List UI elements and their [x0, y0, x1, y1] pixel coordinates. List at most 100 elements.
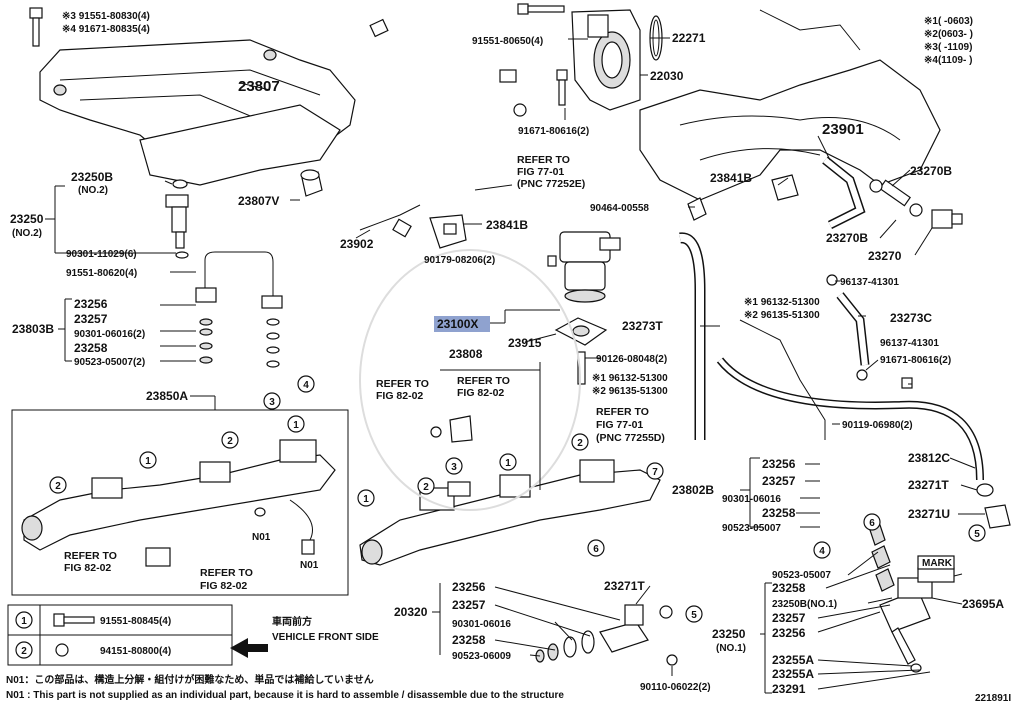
label-23291: 23291 [772, 682, 806, 696]
label-96132-51300-b: ※1 96132-51300 [744, 297, 820, 308]
label-23256-d: 23256 [772, 626, 806, 640]
svg-text:5: 5 [974, 529, 980, 540]
bolt-91671-80616-top [556, 69, 568, 106]
label-23841B-right: 23841B [710, 171, 752, 185]
label-no2-b: (NO.2) [12, 228, 42, 239]
injector-23250-no1 [879, 567, 955, 673]
label-23271U: 23271U [908, 507, 950, 521]
intake-manifold [639, 9, 941, 201]
throttle-body-22030 [571, 9, 641, 111]
pressure-sensor-23270 [869, 179, 963, 229]
svg-text:REFER TO: REFER TO [200, 567, 253, 579]
clamp-23841B-right [771, 174, 799, 201]
label-90301-06016: 90301-06016(2) [74, 329, 145, 340]
label-91671-80616: 91671-80616(2) [518, 126, 589, 137]
label-23258-b: 23258 [762, 506, 796, 520]
svg-text:4: 4 [819, 546, 825, 557]
label-23250B-no1: 23250B(NO.1) [772, 599, 837, 610]
label-no1: (NO.1) [716, 643, 746, 654]
label-front-en: VEHICLE FRONT SIDE [272, 632, 379, 643]
label-91551-80620: 91551-80620(4) [66, 268, 137, 279]
svg-text:6: 6 [593, 544, 599, 555]
label-N01-a: N01 [252, 532, 271, 543]
clip-23271T-right [976, 483, 994, 497]
note-3: ※3( -1109) [924, 42, 972, 53]
fuel-rail-left [21, 439, 336, 567]
svg-text:(PNC 77252E): (PNC 77252E) [517, 178, 585, 190]
label-90464-00558: 90464-00558 [590, 203, 649, 214]
legend-2-label: 94151-80800(4) [100, 646, 171, 657]
injector-assembly-20320 [535, 604, 678, 666]
label-90523-05007-c: 90523-05007 [772, 570, 831, 581]
label-23255A-b: 23255A [772, 667, 814, 681]
bolt-91671-80616-right [901, 377, 913, 389]
bolt-91551-80650 [517, 3, 565, 15]
legend-box [7, 604, 233, 666]
label-23258: 23258 [74, 341, 108, 355]
label-23250B: 23250B [71, 170, 113, 184]
label-23255A-a: 23255A [772, 653, 814, 667]
label-96132-51300: ※1 96132-51300 [592, 373, 668, 384]
label-23902: 23902 [340, 237, 374, 251]
clip-96137 [826, 274, 868, 381]
svg-text:REFER TO: REFER TO [64, 550, 117, 562]
svg-text:2: 2 [577, 438, 583, 449]
svg-text:REFER TO: REFER TO [376, 378, 429, 390]
legend-1-label: 91551-80845(4) [100, 616, 171, 627]
label-23256: 23256 [74, 297, 108, 311]
label-23256-c: 23256 [452, 580, 486, 594]
svg-text:1: 1 [363, 494, 369, 505]
label-23841B: 23841B [486, 218, 528, 232]
elbow-23271U [984, 504, 1011, 529]
label-23258-d: 23258 [772, 581, 806, 595]
svg-text:FIG 82-02: FIG 82-02 [200, 580, 247, 592]
label-96135-51300: ※2 96135-51300 [592, 386, 668, 397]
label-N01-b: N01 [300, 560, 319, 571]
label-23250: 23250 [10, 212, 44, 226]
label-23695A: 23695A [962, 597, 1004, 611]
highlight-23100X [434, 316, 490, 332]
label-23258-c: 23258 [452, 633, 486, 647]
label-90126-08048: 90126-08048(2) [596, 354, 667, 365]
label-20320: 20320 [394, 605, 428, 619]
svg-text:FIG 82-02: FIG 82-02 [457, 387, 504, 399]
svg-text:REFER TO: REFER TO [596, 406, 649, 418]
seal-stack-right [869, 524, 895, 592]
bracket-23808 [430, 415, 473, 443]
label-96135-51300-b: ※2 96135-51300 [744, 310, 820, 321]
part-labels: ※3 91551-80830(4) ※4 91671-80835(4) 2380… [6, 11, 1011, 704]
clip-90464 [687, 197, 707, 221]
svg-text:REFER TO: REFER TO [517, 154, 570, 166]
svg-text:1: 1 [505, 458, 511, 469]
label-22271: 22271 [672, 31, 706, 45]
label-23270B-b: 23270B [826, 231, 868, 245]
svg-text:2: 2 [21, 646, 27, 657]
fuel-pipe-23902 [317, 8, 558, 238]
svg-text:REFER TO: REFER TO [457, 375, 510, 387]
clamp-23841B [429, 214, 467, 249]
hose-23273C [836, 292, 870, 366]
label-91671-80835: ※4 91671-80835(4) [62, 24, 150, 35]
svg-text:FIG 77-01: FIG 77-01 [596, 419, 643, 431]
cushion-23807V [300, 169, 323, 197]
label-23271T-b: 23271T [604, 579, 645, 593]
label-23850A: 23850A [146, 389, 188, 403]
stud-90126 [577, 351, 586, 385]
label-90523-05007: 90523-05007(2) [74, 357, 145, 368]
label-91551-80830: ※3 91551-80830(4) [62, 11, 150, 22]
footnote-en: N01 : This part is not supplied as an in… [6, 690, 564, 701]
label-mark: MARK [922, 558, 953, 569]
svg-text:2: 2 [55, 481, 61, 492]
svg-text:(PNC 77255D): (PNC 77255D) [596, 432, 665, 444]
label-90523-05007-b: 90523-05007 [722, 523, 781, 534]
label-23812C: 23812C [908, 451, 950, 465]
svg-text:1: 1 [145, 456, 151, 467]
svg-text:1: 1 [21, 616, 27, 627]
svg-text:1: 1 [293, 420, 299, 431]
label-90301-06016-b: 90301-06016 [722, 494, 781, 505]
hose-23812C [716, 357, 984, 481]
footnote-jp: N01：この部品は、構造上分解・組付けが困難なため、単品では補給していません [6, 673, 374, 686]
pipe-23802B-feed [739, 319, 826, 440]
label-23270B: 23270B [910, 164, 952, 178]
